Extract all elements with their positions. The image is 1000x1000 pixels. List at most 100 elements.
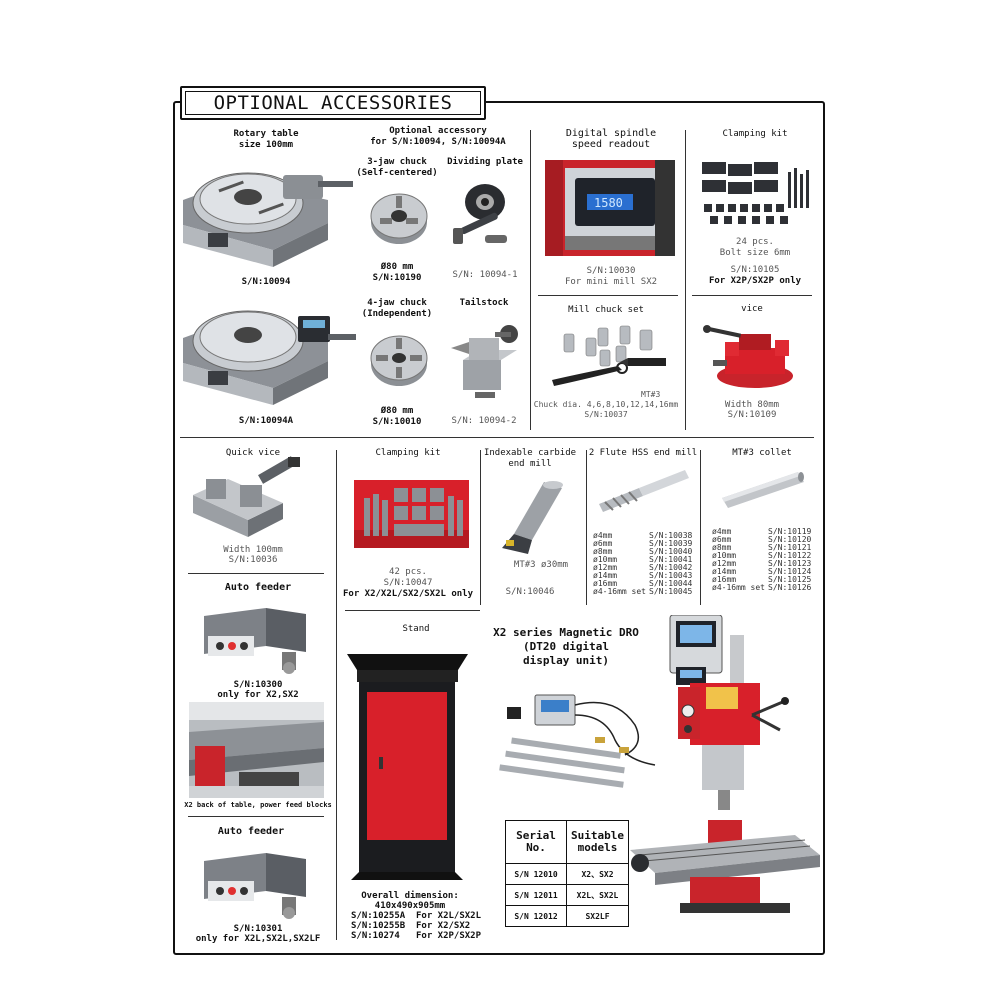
autofeed2-image: [196, 843, 316, 921]
spindle-readout-image: 1580: [545, 160, 675, 256]
spindle-sn: S/N:10030: [586, 266, 636, 276]
vice-width: Width 80mm: [724, 400, 780, 410]
collet-sn: S/N:10119: [768, 527, 812, 536]
dro-title: X2 series Magnetic DRO: [493, 626, 639, 639]
clamp1-note: For X2P/SX2P only: [708, 276, 802, 286]
collet-sn: S/N:10125: [768, 575, 812, 584]
collet-size: ø10mm: [712, 551, 737, 560]
collet-sn: S/N:10122: [768, 551, 812, 560]
serial-header: Serial No.: [505, 820, 567, 864]
hss-size: ø4mm: [593, 531, 613, 540]
spindle-note: For mini mill SX2: [564, 277, 658, 287]
chuck4-image: [368, 328, 430, 388]
carbide-title: Indexable carbide: [483, 448, 577, 458]
optional-subtitle: for S/N:10094, S/N:10094A: [370, 137, 506, 147]
divider-col-d: [480, 450, 481, 605]
collet-sn: S/N:10126: [768, 583, 812, 592]
rotary-sn-2: S/N:10094A: [238, 416, 294, 426]
autofeed1-note: only for X2,SX2: [217, 690, 299, 700]
quickvice-width: Width 100mm: [223, 545, 283, 555]
clamp2-pcs: 42 pcs.: [389, 567, 427, 577]
serial-cell: S/N 12010: [505, 863, 567, 885]
rotary-sn-1: S/N:10094: [241, 277, 291, 287]
chuck3-subtitle: (Self-centered): [356, 168, 438, 178]
chuck3-size: Ø80 mm: [380, 262, 414, 272]
collet-title: MT#3 collet: [732, 448, 792, 458]
hss-sn: S/N:10040: [649, 547, 693, 556]
rotary-size: size 100mm: [238, 140, 294, 150]
vice-image: [703, 320, 803, 392]
tailstock-title: Tailstock: [459, 298, 509, 308]
spindle-subtitle: speed readout: [571, 139, 651, 150]
hss-size: ø6mm: [593, 539, 613, 548]
collet-size: ø6mm: [712, 535, 732, 544]
stand-sn-1: S/N:10255A: [351, 911, 406, 921]
collet-image: [718, 470, 808, 510]
carbide-mt: MT#3 ø30mm: [513, 560, 569, 570]
autofeed1-caption: X2 back of table, power feed blocks: [184, 801, 332, 809]
autofeed1-image: [196, 598, 316, 676]
mini-mill-image: [620, 615, 825, 915]
collet-size: ø4-16mm set: [712, 583, 765, 592]
stand-dim-value: 410x490x905mm: [374, 901, 446, 911]
chuck4-sn: S/N:10010: [372, 417, 422, 427]
divider-col-c: [336, 450, 337, 940]
hss-title: 2 Flute HSS end mill: [588, 448, 698, 458]
stand-for-2: For X2/SX2: [416, 921, 471, 931]
tailstock-sn: S/N: 10094-2: [451, 416, 517, 426]
chuck3-sn: S/N:10190: [372, 273, 422, 283]
hss-sn: S/N:10044: [649, 579, 693, 588]
divider-spindle: [538, 295, 678, 296]
hss-sn: S/N:10038: [649, 531, 693, 540]
rotary-title: Rotary table: [233, 129, 299, 139]
page-frame: [173, 101, 825, 955]
models-cell: X2L、SX2L: [566, 884, 629, 906]
chuck4-title: 4-jaw chuck: [367, 298, 427, 308]
hss-sn-list: S/N:10038 S/N:10039 S/N:10040 S/N:10041 …: [649, 532, 692, 596]
clamp1-bolt: Bolt size 6mm: [719, 248, 791, 258]
table-header-row: Serial No. Suitable models: [505, 820, 629, 864]
divider-clamp: [692, 295, 812, 296]
millchuck-sn: S/N:10037: [584, 410, 628, 419]
clamp1-sn: S/N:10105: [730, 265, 780, 275]
hss-sn: S/N:10042: [649, 563, 693, 572]
quickvice-title: Quick vice: [225, 448, 281, 458]
divider-col-e: [586, 450, 587, 605]
models-header: Suitable models: [566, 820, 629, 864]
table-row: S/N 12012 SX2LF: [505, 905, 629, 927]
collet-size: ø8mm: [712, 543, 732, 552]
autofeed2-sn: S/N:10301: [233, 924, 283, 934]
page-title: OPTIONAL ACCESSORIES: [185, 91, 481, 115]
hss-size: ø8mm: [593, 547, 613, 556]
divider-col-a: [530, 130, 531, 430]
collet-sn: S/N:10124: [768, 567, 812, 576]
hss-size: ø4-16mm set: [593, 587, 646, 596]
hss-size: ø16mm: [593, 579, 618, 588]
collet-sn: S/N:10123: [768, 559, 812, 568]
collet-size: ø14mm: [712, 567, 737, 576]
autofeed2-title: Auto feeder: [217, 826, 285, 837]
dividing-title: Dividing plate: [447, 157, 523, 167]
collet-sn: S/N:10121: [768, 543, 812, 552]
millchuck-title: Mill chuck set: [568, 305, 644, 315]
rotary-table-dro-image: [178, 298, 358, 408]
clamp2-note: For X2/X2L/SX2/SX2L only: [342, 589, 474, 599]
hss-size: ø12mm: [593, 563, 618, 572]
carbide-subtitle: end mill: [508, 459, 552, 469]
hss-size: ø14mm: [593, 571, 618, 580]
collet-size: ø12mm: [712, 559, 737, 568]
chuck3-image: [368, 186, 430, 246]
quickvice-image: [188, 455, 308, 540]
stand-image: [345, 652, 470, 882]
millchuck-mt: MT#3: [641, 390, 661, 399]
serial-cell: S/N 12012: [505, 905, 567, 927]
serial-cell: S/N 12011: [505, 884, 567, 906]
vice-title: vice: [741, 304, 763, 314]
hss-sn: S/N:10039: [649, 539, 693, 548]
models-cell: SX2LF: [566, 905, 629, 927]
millchuck-image: [548, 322, 670, 392]
clamp2-sn: S/N:10047: [383, 578, 433, 588]
table-row: S/N 12010 X2、SX2: [505, 863, 629, 885]
stand-for-3: For X2P/SX2P: [416, 931, 482, 941]
dro-subtitle-2: display unit): [522, 654, 610, 667]
